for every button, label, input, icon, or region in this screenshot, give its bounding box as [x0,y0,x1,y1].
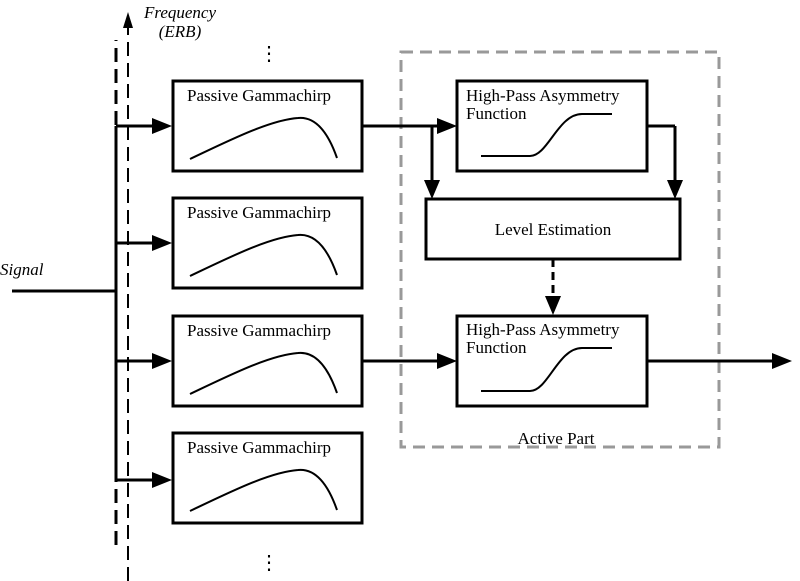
signal-label: Signal [0,260,44,279]
passive-gammachirp-block: Passive Gammachirp [171,79,364,173]
passive-gammachirp-block: Passive Gammachirp [171,431,364,525]
frequency-axis-label: Frequency [143,3,217,22]
frequency-axis-arrowhead [123,12,133,28]
branch-2 [116,235,172,251]
hp-asymmetry-curve [481,113,612,157]
active-part-region [399,50,721,449]
gammachirp-curve [189,233,338,277]
passive-gammachirp-label: Passive Gammachirp [187,438,331,457]
branch-4-arrowhead [152,472,172,488]
branch-2-arrowhead [152,235,172,251]
hp-asymmetry-block-top: High-Pass Asymmetry Function [455,79,649,173]
connector-filter3-to-hp-bottom-arrowhead [437,353,457,369]
passive-gammachirp-block: Passive Gammachirp [171,314,364,408]
gammachirp-curve [189,351,338,395]
passive-gammachirp-label: Passive Gammachirp [187,203,331,222]
connector-to-level-left-arrowhead [424,180,440,199]
ellipsis-top: ⋮ [259,43,279,65]
gammachirp-curve [189,468,338,512]
level-estimation-block: Level Estimation [424,197,682,261]
branch-3 [116,353,172,369]
frequency-axis-unit: (ERB) [159,22,202,41]
connector-filter1-to-hp-top-arrowhead [437,118,457,134]
gammachirp-curve [189,116,338,160]
branch-4 [116,472,172,488]
hp-asymmetry-block-bottom: High-Pass Asymmetry Function [455,314,649,408]
output-arrowhead [772,353,792,369]
hp-asymmetry-top-label-line2: Function [466,104,527,123]
branch-1-arrowhead [152,118,172,134]
level-estimation-label: Level Estimation [495,220,612,239]
hp-asymmetry-bottom-label-line2: Function [466,338,527,357]
hp-asymmetry-bottom-label-line1: High-Pass Asymmetry [466,320,620,339]
ellipsis-bottom: ⋮ [259,552,279,574]
connector-to-level-right-arrowhead [667,180,683,199]
passive-gammachirp-block: Passive Gammachirp [171,196,364,290]
hp-asymmetry-top-label-line1: High-Pass Asymmetry [466,86,620,105]
hp-asymmetry-curve [481,347,612,392]
passive-gammachirp-label: Passive Gammachirp [187,321,331,340]
active-part-label: Active Part [518,429,595,448]
level-control-arrowhead [545,296,561,315]
passive-gammachirp-label: Passive Gammachirp [187,86,331,105]
branch-1 [116,118,172,134]
branch-3-arrowhead [152,353,172,369]
